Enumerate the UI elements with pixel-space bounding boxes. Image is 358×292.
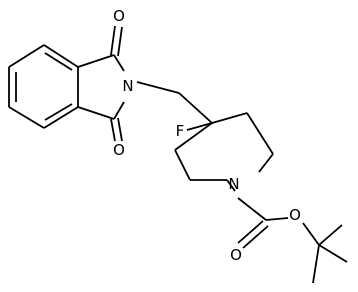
atom-o-imide-top: O xyxy=(113,7,125,25)
bond-benzene-6 xyxy=(8,44,45,68)
bond-benzene-4 xyxy=(8,106,45,129)
atom-o-ester: O xyxy=(289,206,301,224)
bond-c-o-double-a xyxy=(237,220,264,244)
bond-benzene-inner-1 xyxy=(44,52,73,71)
bond-n-carbonyl-c xyxy=(237,197,267,221)
bond-pip-3 xyxy=(258,153,274,173)
bond-benzene-inner-3 xyxy=(44,103,73,121)
atom-fluorine: F xyxy=(176,122,185,140)
atom-labels: O O N F N O O xyxy=(113,7,301,264)
atom-o-imide-bottom: O xyxy=(113,141,125,159)
bond-n-ch2 xyxy=(136,81,180,94)
bond-pip-6 xyxy=(174,122,213,151)
bond-tbu-methyl-2 xyxy=(318,244,348,263)
bond-carbonyl-bottom-a xyxy=(110,118,116,142)
bond-o-tbu xyxy=(302,222,320,246)
bond-imide-c1-n xyxy=(113,54,125,72)
atom-n-piperidine: N xyxy=(228,175,239,193)
bond-pip-5 xyxy=(174,149,191,181)
bond-carbonyl-top-b xyxy=(117,26,123,57)
bond-benzene-1 xyxy=(43,44,79,68)
bond-c-o-ester xyxy=(265,217,289,221)
bond-benzene-3 xyxy=(43,106,79,129)
bond-skeleton xyxy=(8,25,348,284)
bond-tbu-methyl-3 xyxy=(312,244,320,284)
bond-c-f xyxy=(186,122,213,131)
bond-ch2-c4 xyxy=(178,92,213,124)
bond-carbonyl-top-a xyxy=(110,25,116,56)
bond-pip-1 xyxy=(211,112,248,124)
atom-o-carbonyl: O xyxy=(230,246,242,264)
bond-carbonyl-bottom-b xyxy=(117,117,123,142)
bond-tbu-methyl-1 xyxy=(318,224,343,246)
bond-c-o-double-b xyxy=(242,225,269,249)
bond-pip-n-left xyxy=(226,179,236,192)
atom-n-imide: N xyxy=(122,77,133,95)
bond-imide-c3-ring xyxy=(77,106,115,120)
bond-imide-c1-ring xyxy=(77,54,115,68)
bond-imide-n-c3 xyxy=(113,101,125,120)
bond-pip-2 xyxy=(246,112,274,155)
